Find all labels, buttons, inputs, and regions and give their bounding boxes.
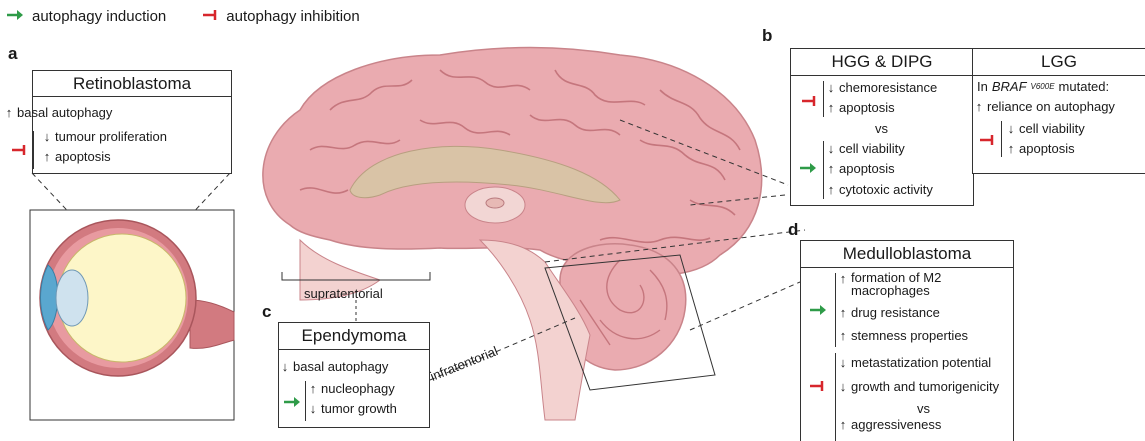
panel-d-induct-item-3-text: stemness properties xyxy=(851,328,968,343)
up-arrow-icon: ↑ xyxy=(839,417,847,432)
up-arrow-icon: ↑ xyxy=(827,161,835,176)
panel-a-title: Retinoblastoma xyxy=(33,71,231,97)
down-arrow-icon: ↓ xyxy=(281,359,289,374)
panel-b-induct-item-3: ↑ cytotoxic activity xyxy=(827,182,933,197)
down-arrow-icon: ↓ xyxy=(827,80,835,95)
supratentorial-label: supratentorial xyxy=(304,286,383,301)
panel-b-lgg-reliance: ↑ reliance on autophagy xyxy=(975,99,1115,114)
inhibition-icon xyxy=(801,94,817,112)
panel-a-item-1-text: tumour proliferation xyxy=(55,129,167,144)
up-arrow-icon: ↑ xyxy=(309,381,317,396)
panel-d-letter: d xyxy=(788,220,798,240)
up-arrow-icon: ↑ xyxy=(43,149,51,164)
panel-b-inhib-item-1-text: chemoresistance xyxy=(839,80,937,95)
panel-b-letter: b xyxy=(762,26,772,46)
legend-induction-arrow-icon xyxy=(6,8,24,25)
panel-b-lgg-item-2: ↑ apoptosis xyxy=(1007,141,1075,156)
panel-d-induct-item-1-text: formation of M2 macrophages xyxy=(851,271,941,297)
panel-c-box: Ependymoma ↓ basal autophagy ↑ nucleopha… xyxy=(278,322,430,428)
up-arrow-icon: ↑ xyxy=(5,105,13,120)
inhibition-icon xyxy=(809,379,825,397)
panel-b-lgg-item-2-text: apoptosis xyxy=(1019,141,1075,156)
panel-b-lgg-box: LGG In BRAF V600E mutated: ↑ reliance on … xyxy=(972,48,1145,174)
panel-c-item-1: ↑ nucleophagy xyxy=(309,381,395,396)
down-arrow-icon: ↓ xyxy=(309,401,317,416)
up-arrow-icon: ↑ xyxy=(827,100,835,115)
inhibition-icon xyxy=(979,133,995,151)
up-arrow-icon: ↑ xyxy=(839,305,847,320)
panel-c-basal-text: basal autophagy xyxy=(293,359,388,374)
panel-b-inhib-item-2-text: apoptosis xyxy=(839,100,895,115)
panel-b-induct-item-1-text: cell viability xyxy=(839,141,905,156)
panel-b-inhib-item-1: ↓ chemoresistance xyxy=(827,80,937,95)
down-arrow-icon: ↓ xyxy=(1007,121,1015,136)
panel-a-item-1: ↓ tumour proliferation xyxy=(43,129,167,144)
panel-c-title: Ependymoma xyxy=(279,323,429,350)
up-arrow-icon: ↑ xyxy=(839,271,847,286)
panel-b-lgg-title: LGG xyxy=(973,49,1145,76)
legend: autophagy induction autophagy inhibition xyxy=(6,8,360,25)
panel-d-inhib-item-1-text: metastatization potential xyxy=(851,355,991,370)
panel-d-vs: vs xyxy=(917,401,930,416)
panel-b-hgg-title: HGG & DIPG xyxy=(791,49,973,76)
down-arrow-icon: ↓ xyxy=(839,355,847,370)
up-arrow-icon: ↑ xyxy=(827,182,835,197)
up-arrow-icon: ↑ xyxy=(1007,141,1015,156)
up-arrow-icon: ↑ xyxy=(975,99,983,114)
panel-c-item-1-text: nucleophagy xyxy=(321,381,395,396)
panel-a-item-2-text: apoptosis xyxy=(55,149,111,164)
legend-inhibition-label: autophagy inhibition xyxy=(226,8,359,25)
panel-b-lgg-gene: BRAF xyxy=(992,79,1027,94)
panel-d-inhib-item-2-text: growth and tumorigenicity xyxy=(851,379,999,394)
up-arrow-icon: ↑ xyxy=(839,328,847,343)
panel-b-induct-item-3-text: cytotoxic activity xyxy=(839,182,933,197)
panel-d-inhib-item-1: ↓ metastatization potential xyxy=(839,355,991,370)
panel-d-inhib-item-2: ↓ growth and tumorigenicity xyxy=(839,379,999,394)
inhibition-icon xyxy=(11,143,27,161)
panel-c-item-2-text: tumor growth xyxy=(321,401,397,416)
induction-arrow-icon xyxy=(809,303,827,321)
panel-b-induct-item-1: ↓ cell viability xyxy=(827,141,905,156)
down-arrow-icon: ↓ xyxy=(839,379,847,394)
panel-a-box: Retinoblastoma ↑ basal autophagy ↓ tumou… xyxy=(32,70,232,174)
panel-c-item-2: ↓ tumor growth xyxy=(309,401,397,416)
panel-d-induct-item-2: ↑ drug resistance xyxy=(839,305,940,320)
panel-d-last-item: ↑ aggressiveness xyxy=(839,417,941,432)
panel-c-basal-row: ↓ basal autophagy xyxy=(281,359,388,374)
panel-a-basal-text: basal autophagy xyxy=(17,105,112,120)
induction-arrow-icon xyxy=(799,161,817,179)
panel-b-inhib-item-2: ↑ apoptosis xyxy=(827,100,895,115)
induction-arrow-icon xyxy=(283,395,301,413)
panel-d-induct-item-1: ↑ formation of M2 macrophages xyxy=(839,271,941,297)
panel-b-lgg-suffix: mutated: xyxy=(1059,79,1110,94)
panel-d-last-item-text: aggressiveness xyxy=(851,417,941,432)
panel-d-box: Medulloblastoma ↑ formation of M2 macrop… xyxy=(800,240,1014,441)
panel-d-induct-item-3: ↑ stemness properties xyxy=(839,328,968,343)
panel-b-lgg-mutation: In BRAF V600E mutated: xyxy=(977,79,1109,94)
legend-inhibition-icon xyxy=(202,8,218,25)
panel-c-letter: c xyxy=(262,302,271,322)
down-arrow-icon: ↓ xyxy=(43,129,51,144)
legend-induction-label: autophagy induction xyxy=(32,8,166,25)
panel-d-induct-line-2: macrophages xyxy=(851,283,930,298)
panel-a-letter: a xyxy=(8,44,17,64)
panel-d-induct-item-2-text: drug resistance xyxy=(851,305,940,320)
panel-b-induct-item-2: ↑ apoptosis xyxy=(827,161,895,176)
panel-a-basal-row: ↑ basal autophagy xyxy=(5,105,112,120)
panel-b-lgg-prefix: In xyxy=(977,79,988,94)
panel-b-lgg-superscript: V600E xyxy=(1031,82,1055,91)
down-arrow-icon: ↓ xyxy=(827,141,835,156)
panel-b-hgg-box: HGG & DIPG ↓ chemoresistance ↑ apoptosis… xyxy=(790,48,974,206)
panel-b-lgg-item-1-text: cell viability xyxy=(1019,121,1085,136)
panel-b-lgg-reliance-text: reliance on autophagy xyxy=(987,99,1115,114)
panel-b-lgg-item-1: ↓ cell viability xyxy=(1007,121,1085,136)
panel-b-vs: vs xyxy=(875,121,888,136)
panel-b-induct-item-2-text: apoptosis xyxy=(839,161,895,176)
panel-d-title: Medulloblastoma xyxy=(801,241,1013,268)
panel-a-item-2: ↑ apoptosis xyxy=(43,149,111,164)
